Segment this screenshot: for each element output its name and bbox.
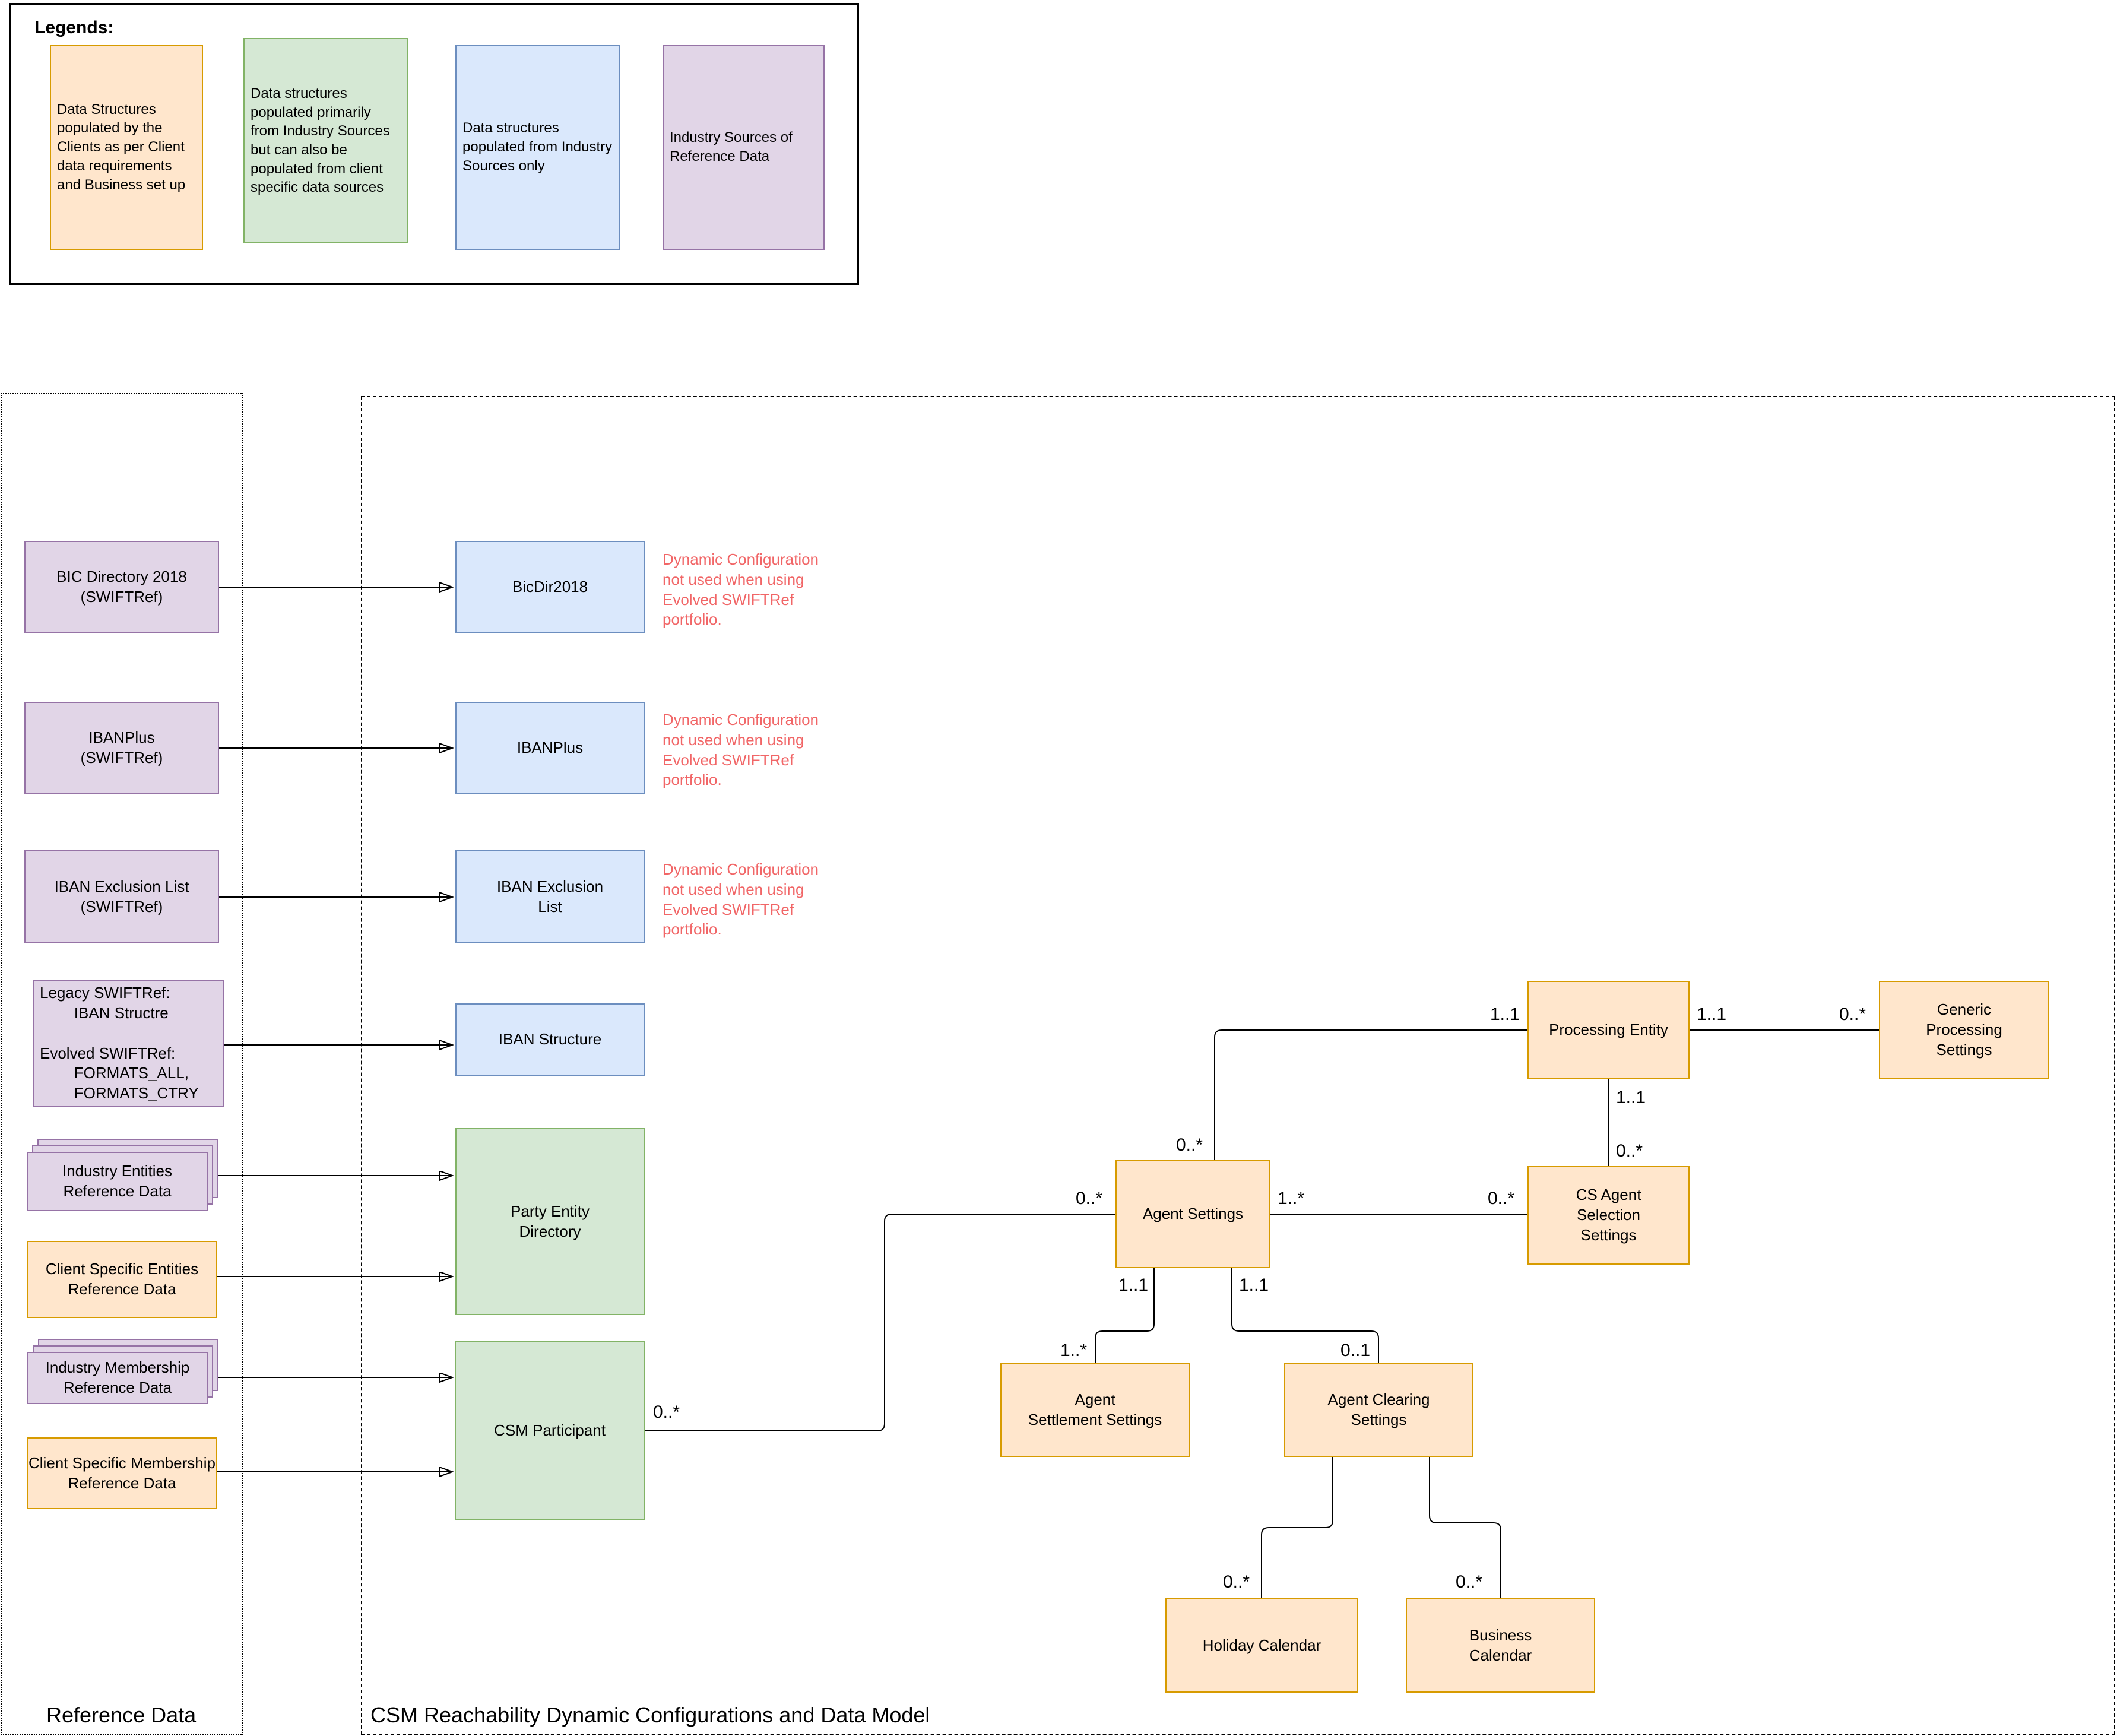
main-diagram-container [361,396,2115,1735]
multiplicity-label: 1..1 [1118,1275,1149,1295]
ibanplus-source-box: IBANPlus (SWIFTRef) [24,702,219,794]
party-entity-directory-box: Party Entity Directory [455,1128,645,1315]
iban-structure-box: IBAN Structure [455,1003,645,1076]
bicdir2018-box: BicDir2018 [455,541,645,633]
business-calendar-box: Business Calendar [1406,1598,1595,1693]
agent-settlement-settings-box: Agent Settlement Settings [1000,1363,1190,1457]
ibanplus-box: IBANPlus [455,702,645,794]
legend-item-industry-only: Data structures populated from Industry … [455,45,620,250]
cs-agent-selection-settings-box: CS Agent Selection Settings [1527,1166,1690,1265]
multiplicity-label: 0..* [1616,1141,1643,1161]
multiplicity-label: 0..* [1076,1189,1103,1208]
multiplicity-label: 1..1 [1697,1005,1727,1024]
note-ibanexclusion: Dynamic Configuration not used when usin… [663,860,819,939]
multiplicity-label: 1..1 [1616,1088,1646,1107]
reference-data-section-label: Reference Data [46,1703,197,1727]
multiplicity-label: 1..* [1278,1189,1305,1208]
reference-data-container [1,393,243,1735]
multiplicity-label: 0..1 [1340,1341,1371,1360]
agent-settings-box: Agent Settings [1115,1160,1270,1268]
legacy-swiftref-box: Legacy SWIFTRef: IBAN Structre Evolved S… [33,980,224,1107]
multiplicity-label: 1..* [1060,1341,1088,1360]
legend-item-industry-primary: Data structures populated primarily from… [243,38,408,243]
legend-title: Legends: [34,18,114,37]
industry-entities-box: Industry Entities Reference Data [27,1152,208,1211]
multiplicity-label: 0..* [1456,1572,1483,1592]
legend-item-client-populated: Data Structures populated by the Clients… [50,45,203,250]
holiday-calendar-box: Holiday Calendar [1165,1598,1358,1693]
note-bicdir2018: Dynamic Configuration not used when usin… [663,550,819,629]
generic-processing-settings-box: Generic Processing Settings [1879,981,2049,1079]
iban-exclusion-list-box: IBAN Exclusion List [455,850,645,943]
main-section-label: CSM Reachability Dynamic Configurations … [370,1703,930,1727]
multiplicity-label: 0..* [1839,1005,1866,1024]
processing-entity-box: Processing Entity [1527,981,1690,1079]
multiplicity-label: 0..* [1223,1572,1250,1592]
client-membership-box: Client Specific Membership Reference Dat… [27,1437,217,1509]
multiplicity-label: 0..* [653,1402,680,1422]
note-ibanplus: Dynamic Configuration not used when usin… [663,711,819,789]
multiplicity-label: 0..* [1488,1189,1515,1208]
industry-membership-box: Industry Membership Reference Data [27,1352,208,1404]
agent-clearing-settings-box: Agent Clearing Settings [1284,1363,1473,1457]
legend-item-industry-sources: Industry Sources of Reference Data [663,45,825,250]
multiplicity-label: 0..* [1176,1135,1203,1155]
multiplicity-label: 1..1 [1490,1005,1520,1024]
csm-participant-box: CSM Participant [455,1341,645,1520]
client-entities-box: Client Specific Entities Reference Data [27,1241,217,1318]
iban-exclusion-source-box: IBAN Exclusion List (SWIFTRef) [24,850,219,943]
bic-directory-2018-box: BIC Directory 2018 (SWIFTRef) [24,541,219,633]
multiplicity-label: 1..1 [1239,1275,1269,1295]
